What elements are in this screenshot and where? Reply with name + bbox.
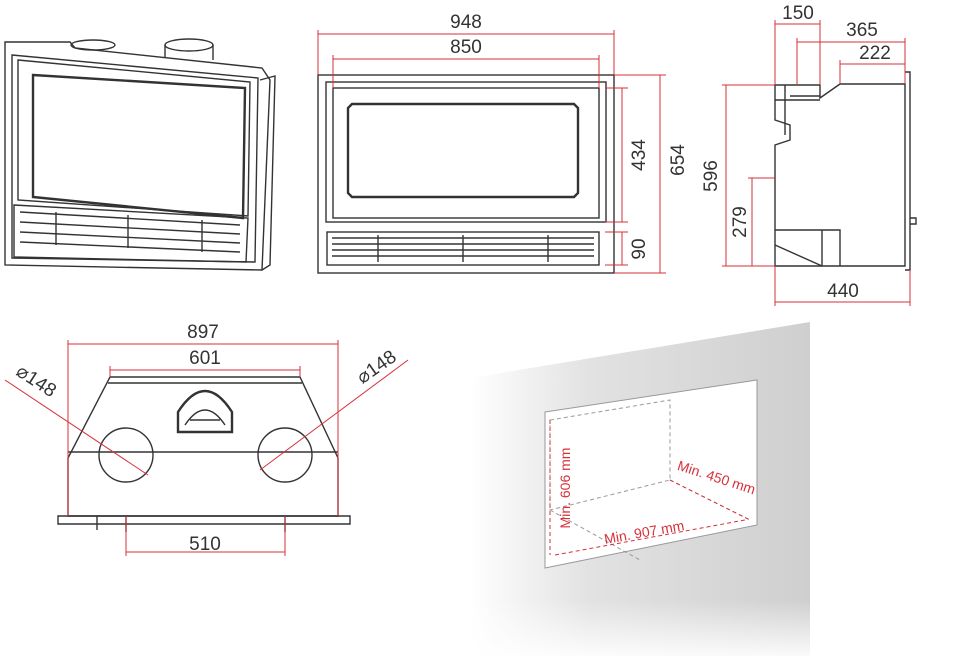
dim-duct-left: ⌀148 <box>12 361 60 402</box>
niche-min-height: Min. 606 mm <box>557 448 573 529</box>
perspective-view <box>4 38 276 271</box>
dim-depth: 440 <box>827 281 859 302</box>
dim-glass-width: 850 <box>450 37 482 58</box>
dim-top-inner-width: 601 <box>189 348 221 369</box>
dim-depth-top: 222 <box>859 43 891 64</box>
dim-top-total-width: 897 <box>187 322 219 343</box>
dim-glass-height: 434 <box>629 139 650 171</box>
top-view: 897 601 ⌀148 ⌀148 510 <box>4 322 409 556</box>
front-view: 948 850 434 654 90 <box>317 12 689 274</box>
dim-height: 596 <box>701 160 722 192</box>
dim-total-width: 948 <box>450 12 482 33</box>
dim-duct-right: ⌀148 <box>353 347 400 389</box>
dim-depth-upper: 365 <box>846 20 878 41</box>
side-view: 150 365 222 596 279 440 <box>701 3 917 306</box>
dim-duct-spacing: 510 <box>189 534 221 555</box>
dim-top-offset: 150 <box>782 3 814 24</box>
dim-grille-height: 90 <box>629 238 650 259</box>
dim-total-height: 654 <box>668 144 689 176</box>
dim-lower-height: 279 <box>730 206 751 238</box>
niche-view: Min. 606 mm Min. 450 mm Min. 907 mm <box>470 322 810 656</box>
